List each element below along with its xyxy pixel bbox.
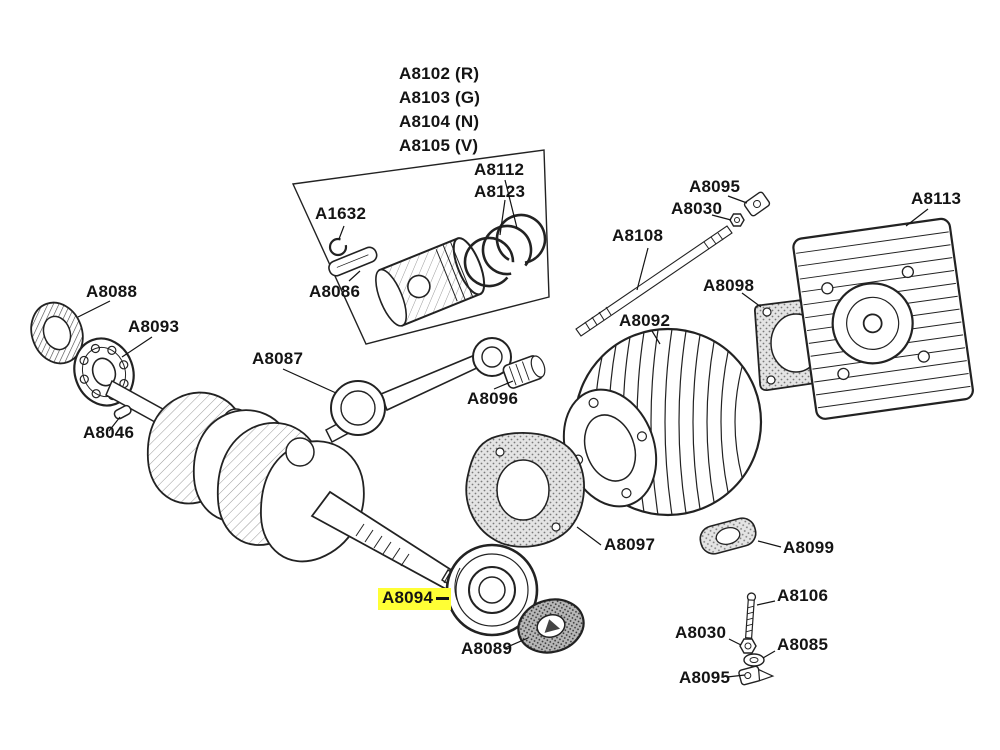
part-needle-bearing <box>502 355 546 389</box>
label-a8095-bottom: A8095 <box>679 668 731 687</box>
part-circlip <box>328 237 348 257</box>
part-seal-a8089 <box>517 598 585 654</box>
label-a8095-top: A8095 <box>689 177 741 196</box>
label-a8094-text: A8094 <box>382 588 434 607</box>
label-a8086: A8086 <box>309 282 361 301</box>
part-crankshaft-right <box>216 414 365 563</box>
part-nut-a8030-top <box>729 213 745 227</box>
leader-dash <box>436 596 450 600</box>
part-connecting-rod <box>330 337 512 436</box>
part-nut-a8030-bottom <box>739 638 757 654</box>
label-a8099: A8099 <box>783 538 835 557</box>
label-a8112: A8112 <box>474 160 525 179</box>
label-a8098: A8098 <box>703 276 755 295</box>
label-a8030-top: A8030 <box>671 199 723 218</box>
part-bearing-a8088 <box>30 301 84 365</box>
part-fitting-a8095-bottom <box>738 665 775 686</box>
label-a8097: A8097 <box>604 535 656 554</box>
label-a8087: A8087 <box>252 349 304 368</box>
label-a8092: A8092 <box>619 311 671 330</box>
part-stud-a8108 <box>575 225 733 337</box>
label-a8102-r: A8102 (R) <box>399 64 480 83</box>
part-piston <box>375 237 486 327</box>
label-a8088: A8088 <box>86 282 138 301</box>
part-screw-a8106 <box>744 592 757 639</box>
part-piston-rings <box>463 213 547 288</box>
label-a8030-bottom: A8030 <box>675 623 727 642</box>
label-a8093: A8093 <box>128 317 180 336</box>
part-piston-assembly-box <box>291 149 550 345</box>
label-a1632: A1632 <box>315 204 367 223</box>
label-a8108: A8108 <box>612 226 664 245</box>
label-a8106: A8106 <box>777 586 829 605</box>
part-gasket-a8097 <box>465 432 585 548</box>
label-a8105-v: A8105 (V) <box>399 136 479 155</box>
part-wrist-pin <box>328 246 378 277</box>
part-gasket-a8099 <box>699 517 757 555</box>
part-key-a8046 <box>113 404 132 420</box>
label-a8089: A8089 <box>461 639 513 658</box>
part-nut-a8095-top <box>743 191 771 217</box>
part-bearing-a8094 <box>445 543 539 637</box>
label-a8103-g: A8103 (G) <box>399 88 481 107</box>
label-a8123: A8123 <box>474 182 526 201</box>
label-a8094-highlighted[interactable]: A8094 <box>378 588 452 610</box>
part-cylinder-a8092 <box>562 327 763 517</box>
label-a8085: A8085 <box>777 635 829 654</box>
label-a8113: A8113 <box>911 189 962 208</box>
label-a8046: A8046 <box>83 423 135 442</box>
part-washer-a8085 <box>743 653 765 667</box>
part-finned-housing-a8113 <box>792 217 974 420</box>
leader-lines <box>77 179 929 678</box>
label-a8096: A8096 <box>467 389 519 408</box>
label-a8104-n: A8104 (N) <box>399 112 480 131</box>
